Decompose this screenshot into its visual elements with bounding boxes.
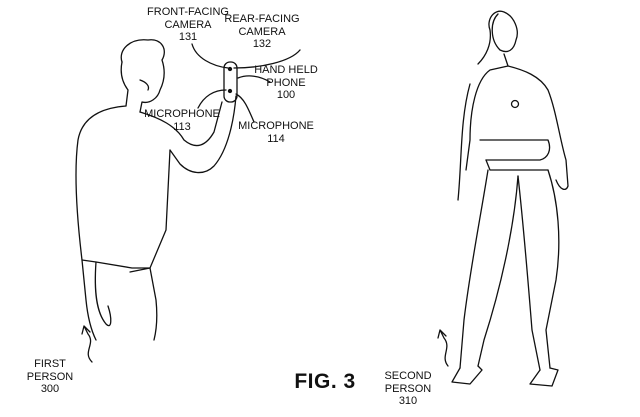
label-text: PERSON xyxy=(384,382,432,395)
label-first-person: FIRST PERSON 300 xyxy=(27,358,73,396)
label-text: CAMERA xyxy=(238,25,286,38)
reference-number: 300 xyxy=(40,383,60,395)
label-text: FRONT-FACING xyxy=(147,6,229,18)
leader-lines xyxy=(81,43,449,367)
first-person-drawing xyxy=(75,39,237,341)
label-text: FIRST xyxy=(34,358,66,370)
label-text: PERSON xyxy=(26,370,74,383)
reference-number: 113 xyxy=(173,120,191,133)
label-microphone-114: MICROPHONE 114 xyxy=(238,120,314,145)
reference-number: 132 xyxy=(252,38,272,50)
phone-drawing xyxy=(223,61,238,103)
label-text: REAR-FACING xyxy=(224,13,300,25)
label-second-person: SECOND PERSON 310 xyxy=(384,370,431,408)
label-text: PHONE xyxy=(266,76,306,89)
second-person-drawing xyxy=(451,10,569,387)
label-microphone-113: MICROPHONE 113 xyxy=(144,108,220,133)
reference-number: 114 xyxy=(267,132,285,145)
label-text: MICROPHONE xyxy=(238,120,314,132)
label-hand-held-phone: HAND HELD PHONE 100 xyxy=(254,64,318,102)
label-text: SECOND xyxy=(384,370,432,382)
label-text: HAND HELD xyxy=(254,64,318,76)
label-front-facing-camera: FRONT-FACING CAMERA 131 xyxy=(147,6,229,44)
label-text: CAMERA xyxy=(164,18,212,31)
figure-title: FIG. 3 xyxy=(294,370,356,393)
label-rear-facing-camera: REAR-FACING CAMERA 132 xyxy=(224,13,299,51)
label-text: MICROPHONE xyxy=(144,108,220,120)
reference-number: 100 xyxy=(276,89,296,101)
reference-number: 131 xyxy=(178,31,198,43)
reference-number: 310 xyxy=(398,395,418,407)
